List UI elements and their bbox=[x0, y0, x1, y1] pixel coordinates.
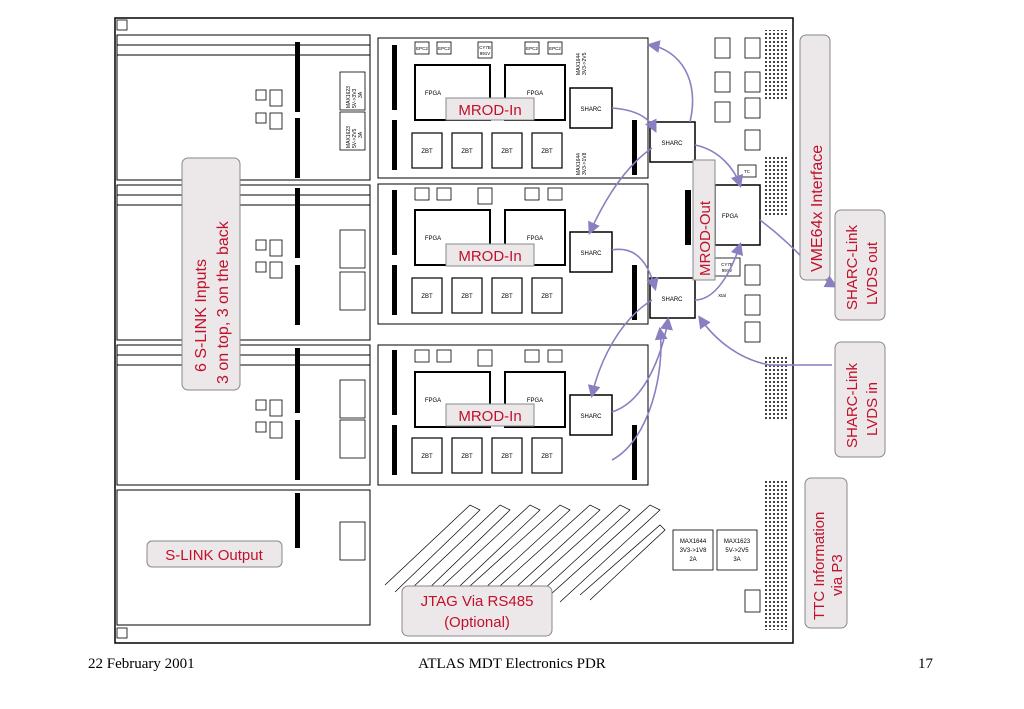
sharc-link-in-callout: SHARC-Link LVDS in bbox=[834, 341, 886, 458]
mrod-in-label: MROD-In bbox=[458, 248, 521, 265]
footer-title: ATLAS MDT Electronics PDR bbox=[418, 656, 606, 672]
slink-inputs-line2: 3 on top, 3 on the back bbox=[215, 220, 232, 384]
jtag-callout: JTAG Via RS485 (Optional) bbox=[401, 585, 553, 637]
zbt-label: ZBT bbox=[501, 294, 513, 300]
bottom-regulator-b-l2: 5V->2V5 bbox=[725, 548, 749, 554]
jtag-line1: JTAG Via RS485 bbox=[421, 593, 534, 610]
epc2-label: EPC2 bbox=[416, 46, 428, 51]
slink-output-label: S-LINK Output bbox=[165, 547, 263, 564]
sharc-label: SHARC bbox=[580, 107, 602, 113]
zbt-label: ZBT bbox=[501, 454, 513, 460]
zbt-label: ZBT bbox=[421, 149, 433, 155]
bottom-regulator-a-l1: MAX1644 bbox=[680, 539, 707, 545]
zbt-label: ZBT bbox=[461, 294, 473, 300]
bottom-regulator-b-l1: MAX1623 bbox=[724, 539, 751, 545]
regulator-label: 5V->3V3 bbox=[352, 88, 358, 108]
tc-label: TC bbox=[744, 169, 751, 174]
slink-output-callout: S-LINK Output bbox=[146, 540, 283, 568]
slink-connectors bbox=[295, 42, 300, 548]
zbt-label: ZBT bbox=[541, 149, 553, 155]
epc2-label: EPC2 bbox=[549, 46, 561, 51]
mrod-in-label: MROD-In bbox=[458, 102, 521, 119]
bottom-regulator-a-l2: 3V3->1V8 bbox=[680, 548, 708, 554]
sharc-link-out-callout: SHARC-Link LVDS out bbox=[834, 209, 886, 321]
mrod-out-label: MROD-Out bbox=[697, 200, 714, 276]
cy7b-sub-label: 991V bbox=[722, 268, 733, 273]
regulator-label: 3A bbox=[358, 131, 364, 138]
zbt-label: ZBT bbox=[421, 294, 433, 300]
sharc-label: SHARC bbox=[580, 251, 602, 257]
fpga-label: FPGA bbox=[722, 214, 738, 220]
fpga-label: FPGA bbox=[527, 236, 543, 242]
bottom-regulator-b-l3: 3A bbox=[733, 557, 740, 563]
vme-label: VME64x Interface bbox=[809, 145, 826, 272]
jtag-line2: (Optional) bbox=[444, 614, 510, 631]
bottom-regulator-a bbox=[672, 529, 714, 571]
vme-connector-pads bbox=[765, 30, 787, 630]
regulator-label: 3A bbox=[358, 91, 364, 98]
zbt-label: ZBT bbox=[461, 149, 473, 155]
sharc-out-line1: SHARC-Link bbox=[844, 224, 861, 310]
xtal-label: Xtal bbox=[718, 293, 726, 298]
regulators-left bbox=[339, 71, 366, 561]
cy7b-label: CY7B bbox=[721, 262, 733, 267]
fpga-label: FPGA bbox=[527, 398, 543, 404]
cy7b-label: CY7B bbox=[479, 45, 491, 50]
slink-card-slots bbox=[116, 34, 371, 626]
zbt-chips bbox=[411, 132, 563, 474]
regulator-label: 5V->2V5 bbox=[352, 128, 358, 148]
regulator-label: MAX1644 bbox=[576, 53, 582, 75]
zbt-label: ZBT bbox=[461, 454, 473, 460]
jtag-cables bbox=[384, 504, 666, 603]
regulator-label: MAX1644 bbox=[576, 153, 582, 175]
fpga-label: FPGA bbox=[425, 398, 441, 404]
regulator-label: 3V3->1V8 bbox=[582, 152, 588, 175]
fpga-label: FPGA bbox=[425, 91, 441, 97]
sharc-out-line2: LVDS out bbox=[864, 241, 881, 305]
cy7b-sub-label: 991V bbox=[480, 51, 491, 56]
zbt-label: ZBT bbox=[421, 454, 433, 460]
vme-callout: VME64x Interface bbox=[799, 34, 831, 281]
bottom-regulator-b bbox=[716, 529, 758, 571]
sharc-link-arrows bbox=[587, 40, 838, 461]
regulator-label: MAX1623 bbox=[346, 126, 352, 148]
zbt-label: ZBT bbox=[501, 149, 513, 155]
sharc-in-line2: LVDS in bbox=[864, 382, 881, 436]
epc2-label: EPC2 bbox=[526, 46, 538, 51]
sharc-label: SHARC bbox=[661, 297, 683, 303]
mrod-out-callout: MROD-Out bbox=[692, 159, 716, 281]
mrod-in-label: MROD-In bbox=[458, 408, 521, 425]
ttc-line2: via P3 bbox=[829, 554, 846, 596]
sharc-in-line1: SHARC-Link bbox=[844, 362, 861, 448]
fpga-label: FPGA bbox=[527, 91, 543, 97]
ttc-line1: TTC Information bbox=[811, 512, 828, 620]
slink-inputs-line1: 6 S-LINK Inputs bbox=[193, 259, 210, 372]
zbt-label: ZBT bbox=[541, 454, 553, 460]
regulator-label: 3V3->2V5 bbox=[582, 52, 588, 75]
mrod-in-labels: MROD-In MROD-In MROD-In bbox=[445, 97, 535, 427]
epc2-label: EPC2 bbox=[438, 46, 450, 51]
sharc-label: SHARC bbox=[580, 414, 602, 420]
regulator-label: MAX1623 bbox=[346, 86, 352, 108]
zbt-label: ZBT bbox=[541, 294, 553, 300]
footer-date: 22 February 2001 bbox=[88, 656, 195, 672]
bottom-regulator-a-l3: 2A bbox=[689, 557, 696, 563]
board-outline bbox=[114, 17, 794, 644]
sharc-label: SHARC bbox=[661, 141, 683, 147]
right-power-chips bbox=[714, 37, 761, 613]
footer-page-number: 17 bbox=[918, 656, 933, 672]
ttc-callout: TTC Information via P3 bbox=[804, 477, 848, 629]
slink-inputs-callout: 6 S-LINK Inputs 3 on top, 3 on the back bbox=[181, 157, 241, 391]
fpga-label: FPGA bbox=[425, 236, 441, 242]
